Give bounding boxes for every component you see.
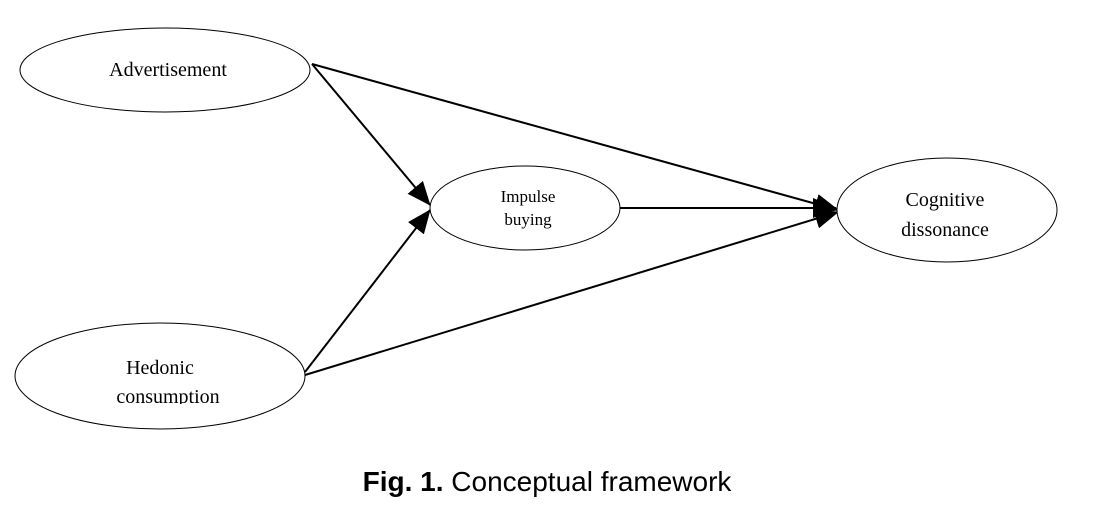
node-label: consumption [116,386,219,408]
node-label: dissonance [901,219,989,241]
edge-advertisement-to-cognitive-dissonance [311,63,839,214]
node-cognitive-dissonance: Cognitive dissonance [836,157,1058,263]
node-label: Impulse [501,187,556,206]
node-hedonic-consumption: Hedonic consumption [14,322,306,430]
figure-caption: Fig. 1. Conceptual framework [0,466,1094,498]
figure-number: Fig. 1. [362,466,444,497]
node-advertisement: Advertisement [19,27,311,113]
edge-advertisement-to-impulse-buying [311,63,431,206]
node-label: Advertisement [109,59,227,81]
edge-hedonic-to-impulse-buying [304,209,431,373]
edge-hedonic-to-cognitive-dissonance [304,209,839,376]
node-label: Hedonic [126,357,194,379]
node-impulse-buying: Impulse buying [429,165,621,251]
node-label: buying [504,210,552,229]
figure-title: Conceptual framework [451,466,732,497]
node-label: Cognitive [906,189,985,211]
